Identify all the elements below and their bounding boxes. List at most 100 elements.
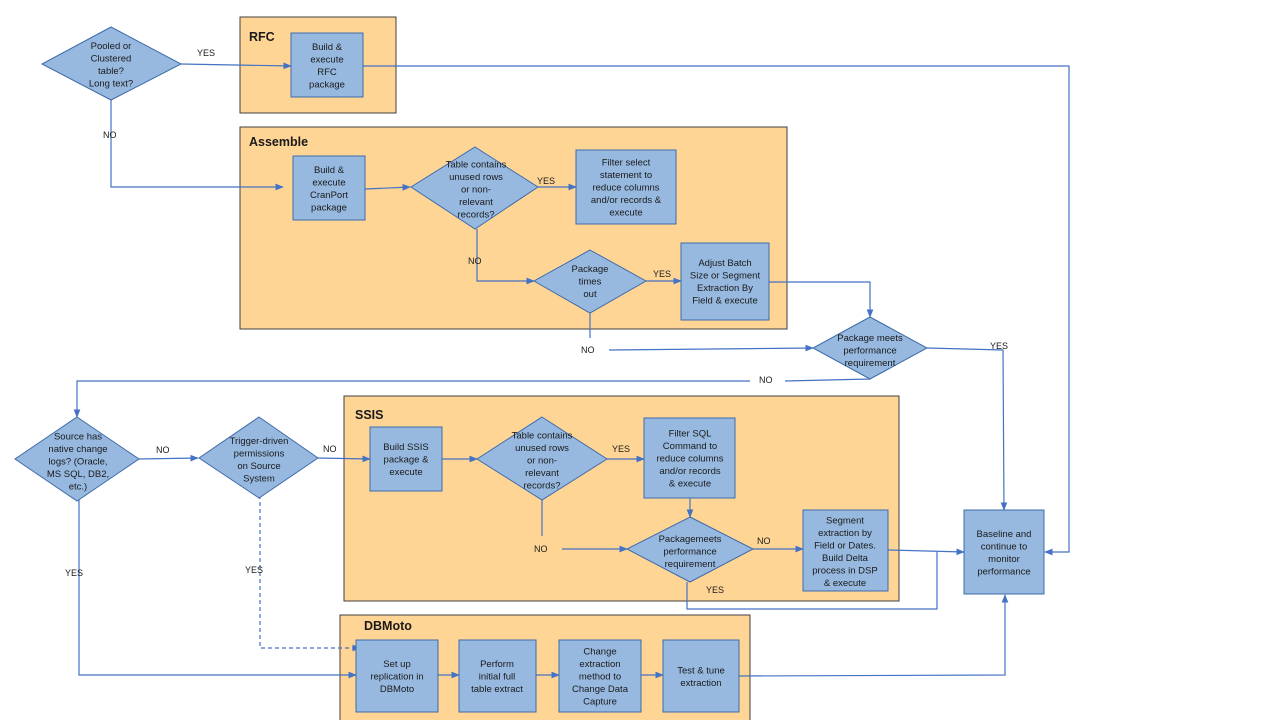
node-label: Build SSIS package &execute	[383, 442, 429, 478]
node-label-line: execute	[389, 467, 422, 478]
node-label-line: Size or Segment	[690, 270, 761, 281]
label-no-times-out: NO	[581, 345, 595, 355]
node-label-line: or non-	[527, 456, 557, 467]
node-label-line: records?	[458, 210, 495, 221]
label-yes-trigger: YES	[245, 565, 263, 575]
node-label-line: Capture	[583, 697, 617, 708]
node-label-line: Trigger-driven	[230, 436, 289, 447]
node-label-line: unused rows	[449, 172, 503, 183]
node-label-line: Perform	[480, 659, 514, 670]
label-yes-meets-2: YES	[706, 585, 724, 595]
label-yes-times-out: YES	[653, 269, 671, 279]
node-label-line: RFC	[317, 67, 337, 78]
node-label-line: statement to	[600, 170, 652, 181]
node-label-line: native change	[48, 444, 107, 455]
node-label-line: Filter SQL	[669, 429, 712, 440]
node-label-line: requirement	[665, 559, 716, 570]
node-label-line: replication in	[370, 672, 423, 683]
edge-segment-to-baseline	[887, 548, 965, 556]
edge-meets1-yes-baseline	[926, 347, 1008, 511]
edge-rfc-to-baseline	[363, 65, 1070, 556]
node-label-line: & execute	[669, 479, 711, 490]
node-label-line: Table contains	[512, 431, 573, 442]
connectors	[73, 62, 1070, 679]
label-yes-assemble-filter: YES	[537, 176, 555, 186]
panel-title-ssis: SSIS	[355, 408, 384, 422]
node-label-line: Build &	[314, 165, 345, 176]
node-label-line: Build SSIS	[383, 442, 428, 453]
node-label-line: table extract	[471, 684, 523, 695]
label-no-meets-1: NO	[759, 375, 773, 385]
node-label-line: monitor	[988, 554, 1020, 565]
label-no-meets-2: NO	[757, 536, 771, 546]
panel-title-dbmoto: DBMoto	[364, 619, 412, 633]
node-label-line: initial full	[479, 672, 515, 683]
edge-meets1-no-source	[784, 378, 871, 382]
label-yes-native: YES	[65, 568, 83, 578]
node-label-line: reduce columns	[592, 183, 659, 194]
edge-test-to-baseline	[738, 594, 1009, 677]
edge-no-to-meets1	[608, 344, 814, 352]
label-yes-rfc: YES	[197, 48, 215, 58]
node-label-line: Test & tune	[677, 665, 725, 676]
node-label-line: records?	[524, 481, 561, 492]
edge-pooled-no-cranport	[110, 100, 284, 191]
node-label-line: execute	[310, 54, 343, 65]
node-label-line: performance	[663, 547, 716, 558]
node-build-ssis[interactable]: Build SSIS package &execute	[369, 426, 443, 492]
node-label-line: execute	[609, 208, 642, 219]
node-label-line: extraction by	[818, 528, 872, 539]
node-label-line: Baseline and	[977, 529, 1032, 540]
node-label-line: reduce columns	[656, 454, 723, 465]
node-label-line: Change Data	[572, 684, 629, 695]
node-label-line: Set up	[383, 659, 410, 670]
node-label-line: or non-	[461, 185, 491, 196]
label-no-ssis-unused: NO	[534, 544, 548, 554]
node-label-line: requirement	[845, 358, 896, 369]
node-label-line: package &	[384, 455, 430, 466]
edge-no-to-source	[73, 380, 750, 418]
node-label-line: Pooled or	[91, 41, 132, 52]
node-label-line: out	[583, 289, 597, 300]
node-label-line: times	[579, 277, 602, 288]
node-label-line: relevant	[525, 468, 559, 479]
edge-meets2-yes-baseline	[686, 552, 938, 610]
node-label-line: etc.)	[69, 482, 87, 493]
node-label-line: Command to	[663, 441, 717, 452]
edge-adjust-to-meets1	[769, 281, 874, 318]
edge-unused-no-timesout	[476, 229, 535, 285]
node-label-line: performance	[843, 346, 896, 357]
node-label-line: relevant	[459, 197, 493, 208]
node-label-line: extraction	[579, 659, 620, 670]
